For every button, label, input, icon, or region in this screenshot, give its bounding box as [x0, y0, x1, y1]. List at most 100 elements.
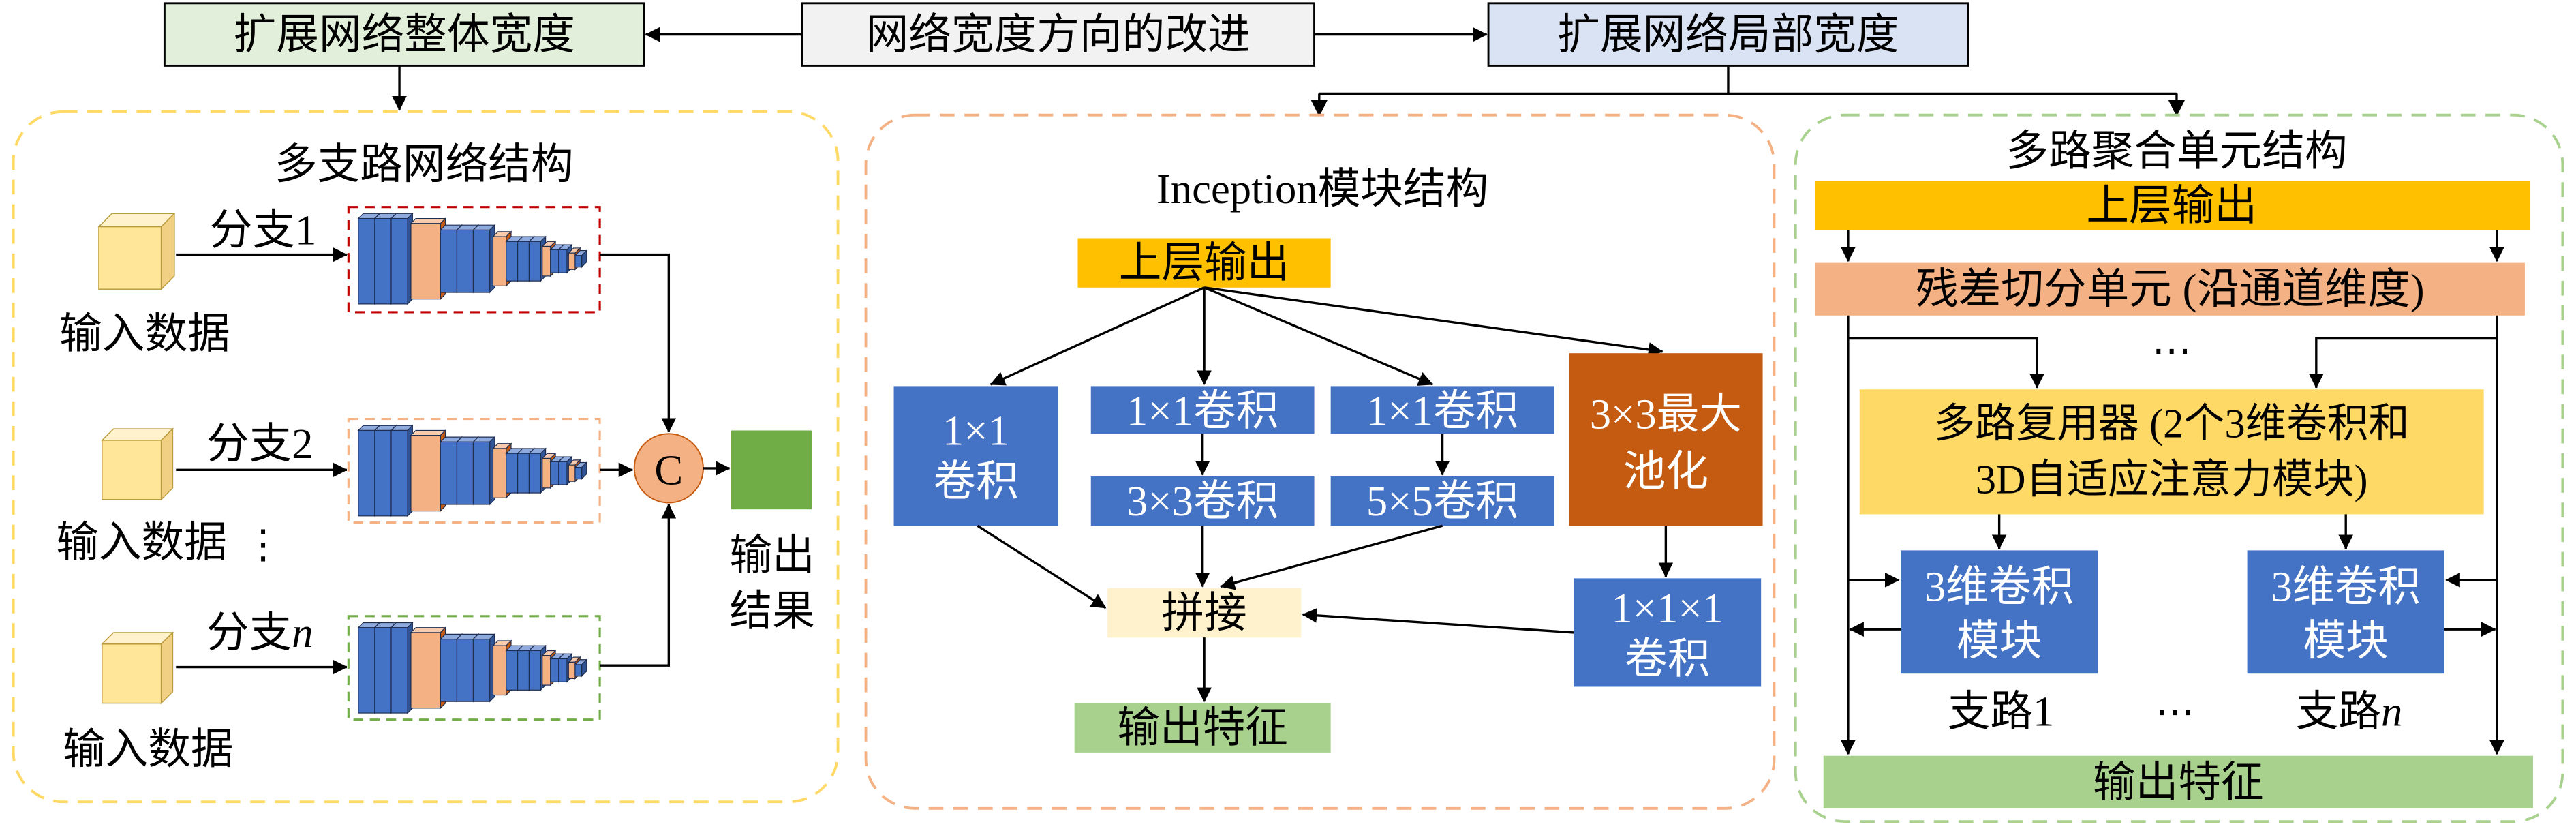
network-layer — [528, 650, 541, 691]
cube-side-face — [160, 212, 175, 290]
conv3d-module-label-n-line-1: 3维卷积 — [2271, 562, 2421, 610]
network-layer — [456, 229, 474, 293]
width-direction-label: 网络宽度方向的改进 — [866, 11, 1251, 59]
multiplexer-label-line-1: 多路复用器 (2个3维卷积和 — [1934, 401, 2410, 446]
conv-1x1-label-line-2: 卷积 — [933, 457, 1018, 505]
network-layer — [472, 229, 491, 293]
max-pool-label-line-1: 3×3最大 — [1590, 390, 1742, 438]
conv-1x1x1-label-line-2: 卷积 — [1625, 635, 1710, 683]
result-block — [731, 430, 812, 510]
branch-network-2 — [357, 424, 588, 517]
network-layer — [374, 429, 392, 517]
arrow-pool-conv-to-concat — [1302, 607, 1574, 634]
network-layer — [574, 255, 583, 268]
arrowhead-multipath — [2168, 100, 2185, 117]
network-layer — [456, 441, 474, 505]
inception-title: Inception模块结构 — [1156, 165, 1488, 213]
reduce-1x1-label-a: 1×1卷积 — [1126, 387, 1278, 435]
network-layer — [440, 638, 458, 702]
input-data-label: 输入数据 — [63, 725, 234, 773]
multipath-panel-border — [1794, 113, 2564, 823]
inception-panel-border — [864, 113, 1776, 810]
network-layer — [568, 661, 576, 680]
network-layer — [517, 241, 530, 282]
network-layer — [558, 461, 568, 485]
reduce-1x1-box-b — [1330, 386, 1554, 434]
network-layer — [542, 457, 551, 489]
header: 扩展网络整体宽度 网络宽度方向的改进 扩展网络局部宽度 — [163, 2, 2185, 117]
network-layer — [542, 245, 551, 277]
network-layer-top — [410, 429, 446, 436]
network-layer — [456, 638, 474, 702]
multipath-input-bar — [1815, 181, 2530, 230]
conv-5x5-label: 5×5卷积 — [1366, 477, 1518, 525]
network-layer — [550, 461, 559, 485]
network-layer — [390, 217, 408, 305]
path-label-var: n — [2381, 688, 2402, 736]
branch-network-n — [357, 622, 588, 714]
branch-network-1 — [357, 212, 588, 305]
network-layer — [574, 467, 583, 480]
overall-width-box — [163, 2, 645, 67]
conv-3x3-box — [1090, 476, 1315, 526]
cube-front-face — [102, 643, 162, 704]
inception-input-box — [1077, 238, 1331, 288]
network-layer — [358, 627, 375, 714]
width-direction-box — [801, 2, 1316, 67]
network-layer — [550, 658, 559, 682]
network-layer — [440, 441, 458, 505]
network-layer — [390, 627, 408, 714]
network-layer-top — [410, 217, 446, 224]
residual-split-label: 残差切分单元 (沿通道维度) — [1916, 265, 2425, 313]
arrow-split-to-mux-left — [1847, 337, 2044, 389]
conv-1x1x1-box — [1574, 578, 1762, 687]
cube-front-face — [98, 226, 162, 290]
branch-network-frame — [347, 615, 601, 721]
branch-label: 分支1 — [210, 206, 317, 254]
arrowhead-inception — [1310, 100, 1328, 117]
conv-3x3-label: 3×3卷积 — [1126, 477, 1278, 525]
cube-top-face — [101, 632, 174, 645]
conv3d-module-box-1 — [1901, 550, 2098, 674]
multi-branch-panel: 多支路网络结构 输入数据 输入数据 ⋮ 输入数据 分支1 分支2 分支n — [12, 110, 840, 804]
arrow-split-to-mux-right — [2308, 337, 2497, 389]
path-ellipsis: ⋯ — [2156, 688, 2195, 735]
input-data-cube — [97, 212, 176, 290]
split-ellipsis: ⋯ — [2152, 327, 2192, 373]
arrow-1x1-to-concat — [977, 524, 1107, 609]
inception-output-box — [1074, 703, 1331, 753]
multi-branch-panel-border — [12, 110, 840, 804]
path-label-n: 支路n — [2296, 688, 2403, 736]
arrow-branch-n-to-concat — [600, 503, 677, 667]
max-pool-label-line-2: 池化 — [1623, 448, 1708, 496]
result-label-line-2: 结果 — [730, 588, 815, 635]
cube-front-face — [102, 440, 162, 500]
residual-split-box — [1815, 262, 2525, 316]
network-layer — [558, 658, 568, 682]
inception-output-label: 输出特征 — [1117, 704, 1288, 752]
conv-1x1-box — [893, 386, 1058, 526]
arrow-input-to-pool — [1203, 286, 1663, 357]
network-layer — [410, 223, 441, 300]
network-layer — [528, 453, 541, 494]
network-layer — [390, 429, 408, 517]
cube-side-face — [160, 427, 174, 501]
multiplexer-label-line-2: 3D自适应注意力模块) — [1976, 457, 2368, 502]
network-layer — [472, 638, 491, 702]
conv-1x1x1-label-line-1: 1×1×1 — [1611, 584, 1723, 632]
arrow-input-to-5x5-branch — [1203, 286, 1434, 386]
network-layer — [492, 236, 507, 286]
local-width-box — [1487, 2, 1969, 67]
network-layer — [506, 650, 519, 691]
concat-box — [1107, 588, 1302, 638]
reduce-1x1-label-b: 1×1卷积 — [1366, 387, 1518, 435]
network-layer — [410, 632, 441, 709]
arrow-branch-1-to-concat — [600, 253, 677, 433]
branch-label: 分支n — [206, 609, 313, 656]
more-branches-marker: ⋮ — [243, 521, 283, 567]
reduce-1x1-box-a — [1090, 386, 1315, 434]
multipath-panel: 多路聚合单元结构 上层输出 残差切分单元 (沿通道维度) ⋯ 多路复用器 (2个… — [1794, 113, 2564, 823]
conv3d-module-box-n — [2247, 550, 2444, 674]
multipath-title: 多路聚合单元结构 — [2006, 127, 2347, 175]
multiplexer-box — [1859, 389, 2484, 515]
